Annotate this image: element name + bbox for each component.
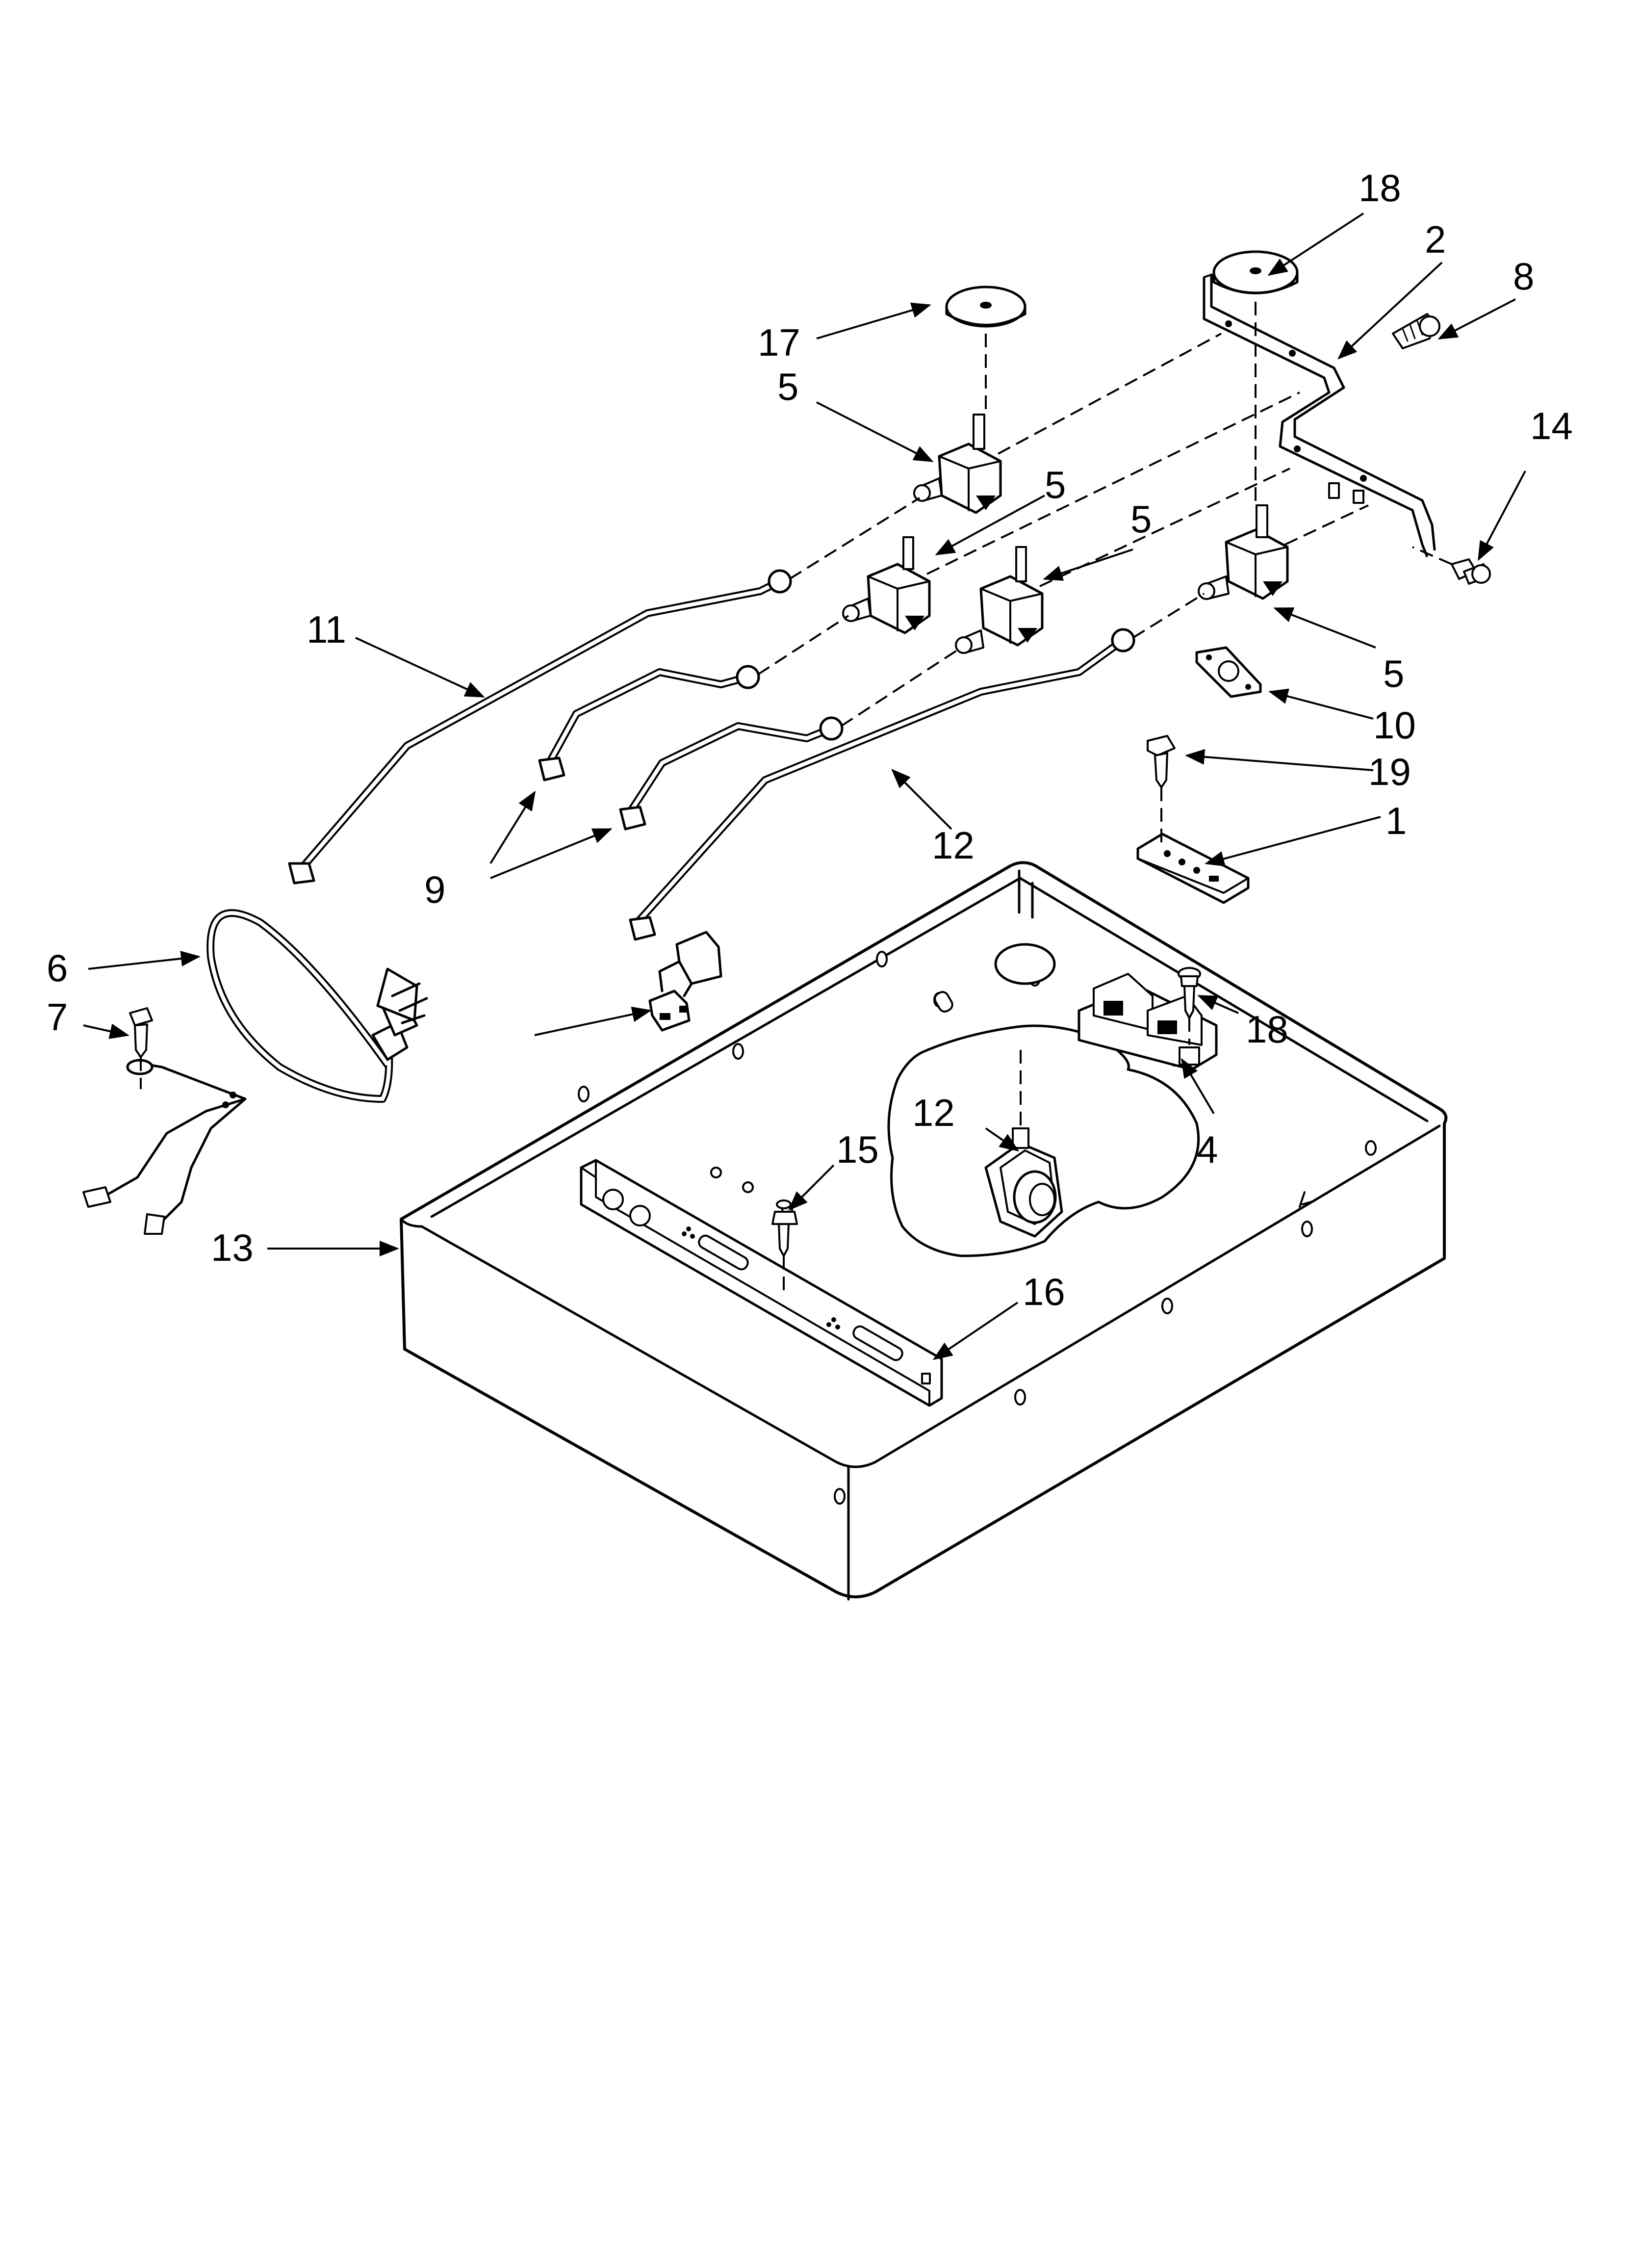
callout-6: 6: [47, 946, 68, 990]
callout-5-mid-left: 5: [1045, 463, 1066, 506]
gas-tube-right: [629, 628, 1135, 941]
burner-cap-left: [945, 286, 1026, 412]
callouts: 1 2 4 5 5 5 5 6 7 8 9 10 11 12 12 13 14 …: [47, 166, 1573, 1313]
callout-15: 14: [1530, 404, 1573, 447]
screw-16: [771, 1199, 798, 1295]
callout-18-left: 17: [758, 321, 800, 364]
gasket-11: [1195, 646, 1262, 698]
burner-valve-d: [1198, 504, 1289, 600]
callout-12-right: 12: [932, 824, 975, 867]
callout-13: 12: [912, 1091, 955, 1134]
terminal-block: [648, 931, 722, 1032]
burner-valve-c: [955, 546, 1044, 654]
mounting-bracket-1: [1136, 833, 1250, 904]
callout-20: 19: [1368, 750, 1411, 793]
screw-20: [1147, 735, 1176, 844]
burner-valve-b: [842, 536, 931, 634]
callout-17: 16: [1023, 1270, 1065, 1313]
screw-19: [1178, 967, 1201, 1045]
burner-valve-a: [913, 414, 1002, 514]
callout-11: 10: [1373, 704, 1416, 747]
callout-9: 8: [1513, 255, 1534, 298]
callout-8: 7: [47, 995, 68, 1039]
callout-10: 9: [424, 868, 445, 911]
callout-14: 13: [211, 1226, 254, 1269]
callout-2: 2: [1425, 218, 1446, 261]
screw-9: [1392, 313, 1440, 349]
callout-18-right: 18: [1359, 166, 1401, 209]
burner-bracket-2: [1203, 273, 1436, 557]
callout-5-mid-right: 5: [1130, 497, 1152, 541]
callout-1: 1: [1385, 799, 1407, 842]
gas-tube-third: [619, 716, 844, 831]
callout-5-upper: 5: [777, 365, 798, 408]
callout-4: 4: [1197, 1128, 1218, 1171]
callout-16: 15: [836, 1128, 879, 1171]
gas-tube-left: [288, 569, 792, 885]
power-cord: [82, 909, 428, 1235]
callout-12-left: 11: [307, 608, 346, 651]
screw-15: [1412, 546, 1491, 585]
leader-lines: [83, 212, 1526, 1360]
gas-tube-middle: [538, 665, 760, 782]
assembly-lines: [757, 333, 1369, 727]
front-bracket: [580, 1159, 943, 1407]
screw-8: [129, 1007, 153, 1089]
gas-valve: [984, 1050, 1063, 1238]
callout-5-lower: 5: [1383, 652, 1404, 695]
burner-cap-right: [1212, 250, 1299, 505]
callout-19: 18: [1246, 1008, 1288, 1051]
